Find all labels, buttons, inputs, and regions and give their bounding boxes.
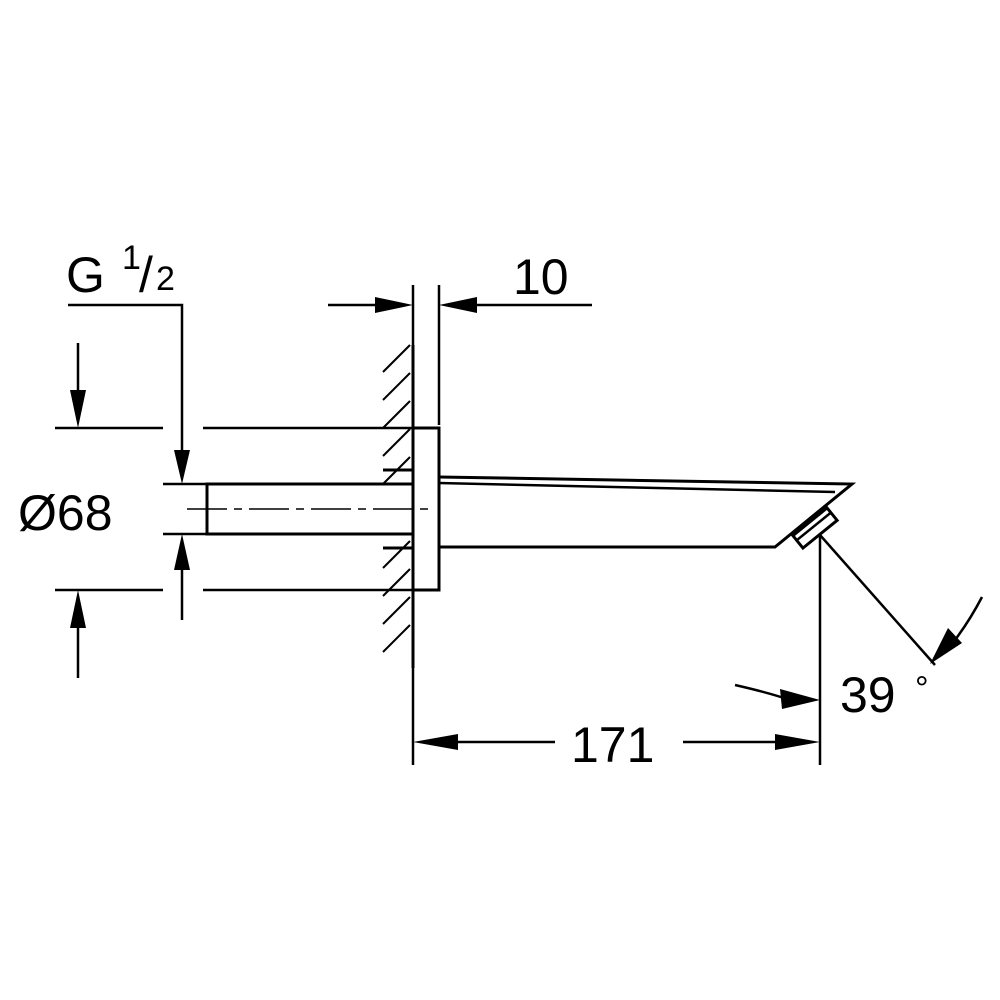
angle-outlet-line: [819, 534, 936, 666]
offset-label: 10: [513, 249, 569, 305]
projection-right-arrow: [775, 734, 820, 750]
spout-outline: [438, 475, 857, 549]
thread-arrow: [174, 450, 190, 484]
thread-label-base: G: [66, 247, 105, 303]
offset-left-arrow: [375, 297, 413, 313]
aerator: [790, 505, 840, 551]
thread-leader-line: [68, 303, 184, 460]
angle-label: 39: [840, 667, 896, 723]
spout-top-edge: [438, 481, 836, 494]
angle-right-arrow: [930, 628, 962, 664]
diameter-label: Ø68: [18, 485, 113, 541]
projection-dimension: 171: [411, 535, 822, 773]
pipe-size-markers: [163, 482, 207, 620]
thread-label-numerator: 1: [122, 239, 141, 277]
projection-label: 171: [571, 717, 654, 773]
projection-left-arrow: [413, 734, 458, 750]
angle-left-arrow: [780, 689, 820, 709]
offset-right-arrow: [439, 297, 477, 313]
thread-dimension: G 1 / 2: [66, 239, 190, 484]
angle-unit: °: [915, 670, 929, 708]
angle-right-arc: [953, 596, 984, 641]
spout: [438, 475, 857, 551]
connection-pipe: [187, 482, 433, 536]
diameter-bottom-arrow: [70, 590, 86, 628]
thread-label-denominator: 2: [156, 260, 175, 298]
offset-dimension: 10: [328, 249, 592, 425]
wall-hatching: [382, 344, 411, 653]
thread-label-slash: /: [139, 247, 153, 303]
diameter-top-arrow: [70, 390, 86, 428]
rosette: [411, 426, 441, 592]
angle-dimension: 39 °: [734, 534, 984, 723]
wall: [382, 344, 415, 668]
diameter-dimension: Ø68: [18, 343, 413, 678]
